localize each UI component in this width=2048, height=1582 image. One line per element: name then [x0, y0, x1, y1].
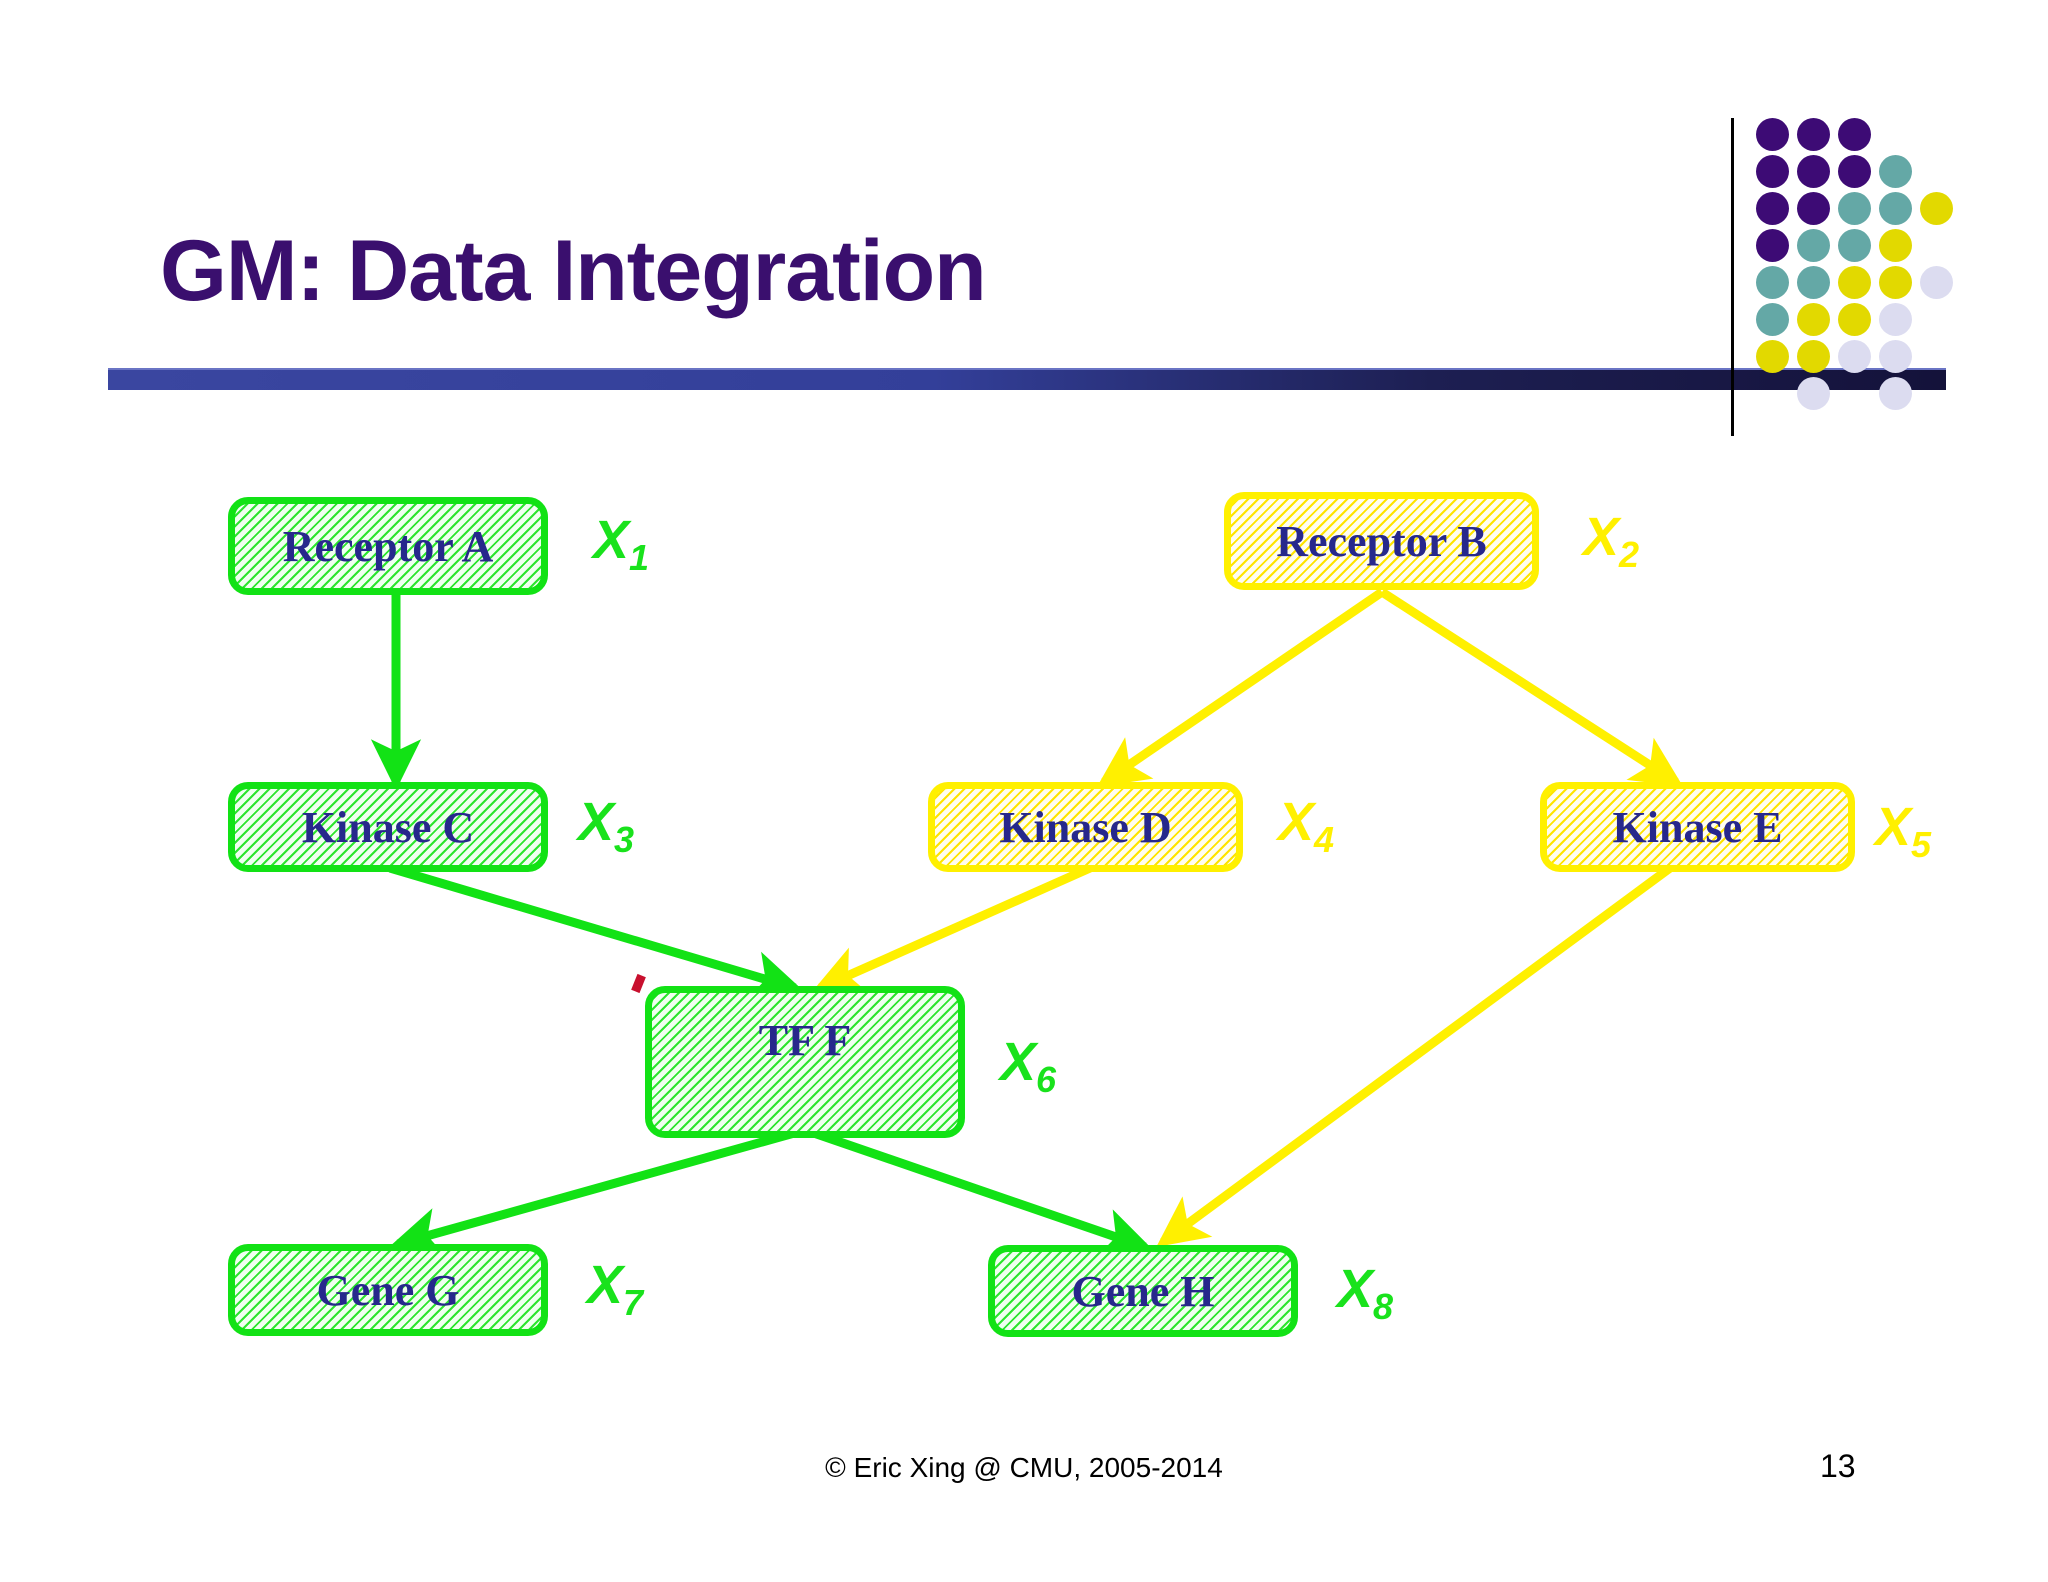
- edge-kinase-c-to-tf-f: [388, 863, 804, 1000]
- var-label-x4-subscript: 4: [1314, 818, 1335, 860]
- var-label-x3-subscript: 3: [614, 818, 635, 860]
- node-receptor-b-label: Receptor B: [1276, 516, 1487, 566]
- logo-dot-yellow: [1879, 266, 1912, 299]
- var-label-x6: X6: [1000, 1035, 1056, 1098]
- var-label-x7: X7: [587, 1258, 643, 1321]
- logo-dot-purple: [1838, 118, 1871, 151]
- var-label-x5-symbol: X: [1875, 797, 1912, 857]
- edge-tf-f-to-gene-g: [389, 1125, 807, 1257]
- logo-dot-yellow: [1756, 340, 1789, 373]
- logo-dot-teal: [1756, 266, 1789, 299]
- node-kinase-c-label: Kinase C: [301, 802, 475, 852]
- var-label-x2: X2: [1583, 510, 1639, 573]
- page-number: 13: [1820, 1448, 1856, 1484]
- logo-dot-teal: [1879, 155, 1912, 188]
- var-label-x1-symbol: X: [593, 510, 630, 570]
- node-receptor-a[interactable]: Receptor A: [228, 497, 548, 595]
- var-label-x6-symbol: X: [1000, 1032, 1037, 1092]
- logo-dot-purple: [1756, 118, 1789, 151]
- logo-dot-yellow: [1838, 266, 1871, 299]
- logo-dot-purple: [1838, 155, 1871, 188]
- footer-credit: © Eric Xing @ CMU, 2005-2014: [825, 1452, 1223, 1483]
- logo-dot-yellow: [1797, 340, 1830, 373]
- title-underline-rule: [108, 368, 1946, 390]
- edge-kinase-e-to-gene-h: [1156, 864, 1673, 1247]
- logo-dot-teal: [1879, 192, 1912, 225]
- logo-dot-lavender: [1879, 377, 1912, 410]
- node-receptor-a-label: Receptor A: [282, 521, 494, 571]
- var-label-x5: X5: [1875, 800, 1931, 863]
- logo-dot-yellow: [1838, 303, 1871, 336]
- logo-dot-purple: [1756, 155, 1789, 188]
- var-label-x1: X1: [593, 513, 649, 576]
- node-tf-f[interactable]: TF F: [645, 986, 965, 1138]
- logo-dot-lavender: [1879, 303, 1912, 336]
- var-label-x6-subscript: 6: [1036, 1058, 1057, 1100]
- node-kinase-d-label: Kinase D: [999, 802, 1172, 852]
- logo-dot-yellow: [1920, 192, 1953, 225]
- var-label-x1-subscript: 1: [629, 536, 650, 578]
- var-label-x4-symbol: X: [1278, 792, 1315, 852]
- node-kinase-e[interactable]: Kinase E: [1540, 782, 1855, 872]
- var-label-x8-symbol: X: [1337, 1259, 1374, 1319]
- node-kinase-c[interactable]: Kinase C: [228, 782, 548, 872]
- logo-dot-teal: [1838, 229, 1871, 262]
- var-label-x3-symbol: X: [578, 792, 615, 852]
- logo-dot-purple: [1797, 192, 1830, 225]
- var-label-x3: X3: [578, 795, 634, 858]
- node-gene-g[interactable]: Gene G: [228, 1244, 548, 1336]
- logo-dot-teal: [1756, 303, 1789, 336]
- logo-dot-purple: [1797, 155, 1830, 188]
- logo-dot-lavender: [1920, 266, 1953, 299]
- edge-tf-f-to-gene-h: [803, 1125, 1153, 1257]
- logo-dot-teal: [1838, 192, 1871, 225]
- node-gene-h[interactable]: Gene H: [988, 1245, 1298, 1337]
- var-label-x7-symbol: X: [587, 1255, 624, 1315]
- logo-dot-teal: [1797, 229, 1830, 262]
- node-gene-h-label: Gene H: [1071, 1266, 1215, 1316]
- edge-receptor-b-to-kinase-d: [1097, 588, 1385, 787]
- node-gene-g-label: Gene G: [316, 1265, 460, 1315]
- var-label-x7-subscript: 7: [623, 1281, 644, 1323]
- edge-kinase-d-to-tf-f: [812, 863, 1092, 994]
- var-label-x8-subscript: 8: [1373, 1285, 1394, 1327]
- var-label-x4: X4: [1278, 795, 1334, 858]
- node-tf-f-label: TF F: [758, 1016, 852, 1065]
- logo-dot-lavender: [1879, 340, 1912, 373]
- var-label-x2-symbol: X: [1583, 507, 1620, 567]
- logo-dot-yellow: [1797, 303, 1830, 336]
- logo-dot-lavender: [1838, 340, 1871, 373]
- logo-dot-teal: [1797, 266, 1830, 299]
- page-title: GM: Data Integration: [160, 223, 987, 319]
- logo-dot-lavender: [1797, 377, 1830, 410]
- logo-dot-purple: [1756, 192, 1789, 225]
- node-receptor-b[interactable]: Receptor B: [1224, 492, 1539, 590]
- cmu-dot-logo: [1756, 118, 1986, 410]
- var-label-x2-subscript: 2: [1619, 533, 1640, 575]
- logo-divider-line: [1731, 118, 1734, 436]
- edge-receptor-b-to-kinase-e: [1379, 588, 1684, 787]
- node-kinase-e-label: Kinase E: [1612, 802, 1783, 852]
- var-label-x8: X8: [1337, 1262, 1393, 1325]
- logo-dot-yellow: [1879, 229, 1912, 262]
- node-kinase-d[interactable]: Kinase D: [928, 782, 1243, 872]
- logo-dot-purple: [1797, 118, 1830, 151]
- var-label-x5-subscript: 5: [1911, 823, 1932, 865]
- logo-dot-purple: [1756, 229, 1789, 262]
